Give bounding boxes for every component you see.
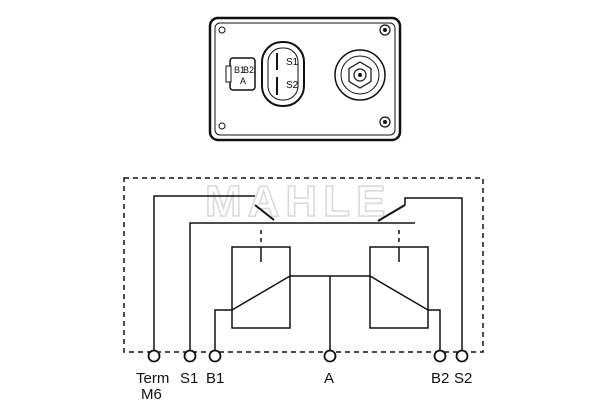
terminal-b1 [208,349,222,363]
terminal-label-s2: S2 [454,370,472,387]
plug-pin-label: A [240,76,246,86]
plug-pin-label: S2 [286,80,299,91]
coil-1-diagonal [231,275,291,311]
switch-contact-1 [254,204,275,221]
terminal-label-term: Term [136,370,169,387]
terminal-label-b1: B1 [206,370,224,387]
main-plug: S1 S2 [261,41,305,107]
wire-s2 [404,197,463,350]
terminal-term [147,349,161,363]
wiring-schematic: MAHLE [123,176,484,400]
terminal-s2 [455,349,469,363]
small-plug: B1 B2 A [225,57,256,91]
screw-icon [218,24,391,130]
relay-boundary [123,177,484,353]
housing-view: B1 B2 A S1 S2 [208,16,402,142]
housing-inner-outline [214,22,396,136]
terminal-s1 [183,349,197,363]
plug-pin-label: B1 [234,65,245,75]
wire-b1 [214,309,232,350]
terminal-b2 [433,349,447,363]
switch-contact-2 [377,204,406,222]
plug-pin-label: S1 [286,57,299,68]
terminal-label-b2: B2 [431,370,449,387]
terminal-stud-icon [334,49,386,101]
plug-pin-label: B2 [243,65,254,75]
wire-s1 [189,222,200,350]
terminal-label-s1: S1 [180,370,198,387]
terminal-sublabel-m6: M6 [141,386,162,400]
coil-2-diagonal [369,275,429,311]
terminal-label-a: A [324,370,334,387]
watermark-logo: MAHLE [205,177,391,226]
wire-term [153,195,255,350]
terminal-a [323,349,337,363]
wire-b2 [428,309,441,350]
